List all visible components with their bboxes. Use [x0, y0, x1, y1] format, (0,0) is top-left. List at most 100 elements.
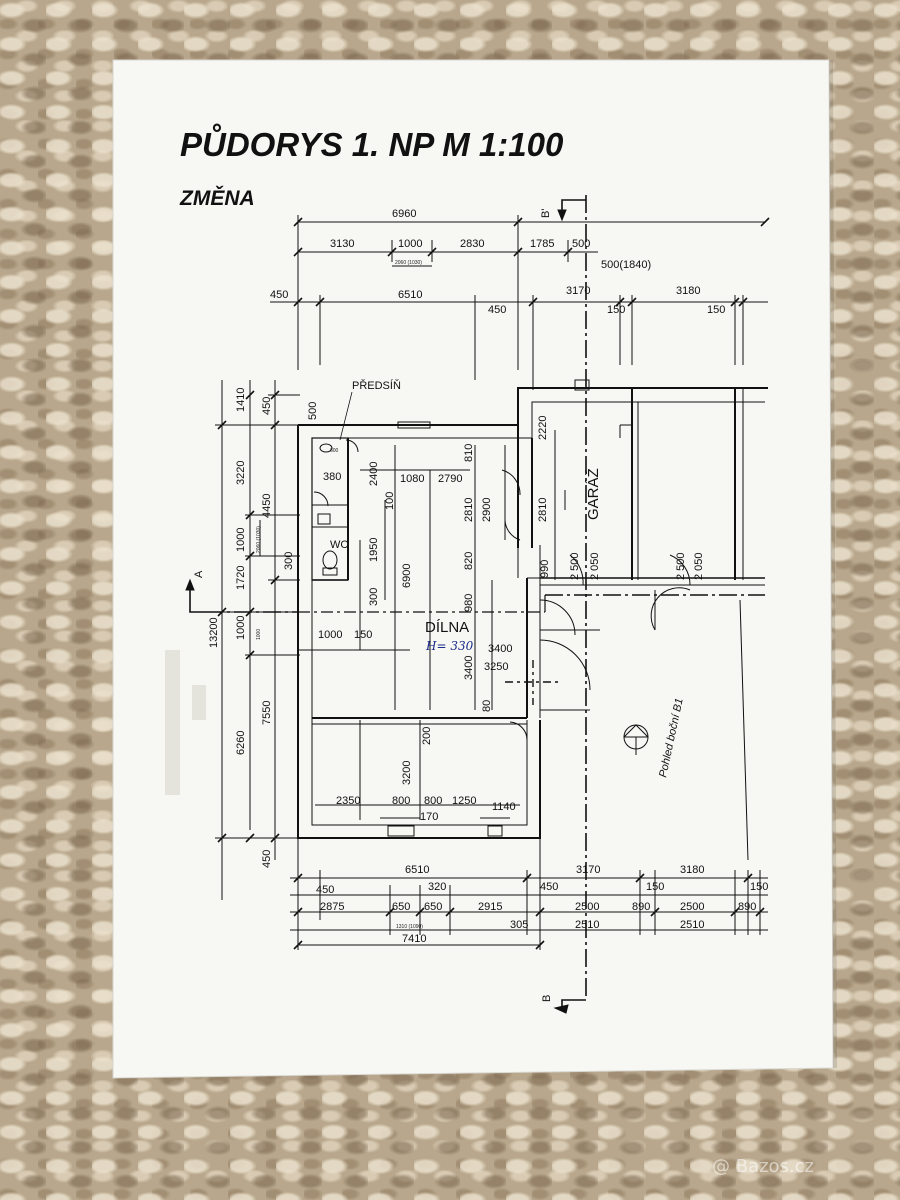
tape-mark	[165, 650, 180, 795]
dim-3400a: 3400	[488, 643, 512, 655]
dim-left-note-1: 2060 (1030)	[256, 526, 262, 553]
dim-2810b: 2810	[537, 498, 549, 522]
section-mark-b: B	[541, 995, 553, 1002]
dim-bottom-r3-8: 890	[738, 901, 756, 913]
dim-200: 200	[421, 727, 433, 745]
dim-2050a: 2 050	[589, 552, 601, 580]
dim-left-3220: 3220	[235, 461, 247, 485]
dim-left-6260: 6260	[235, 731, 247, 755]
dim-100: 100	[384, 492, 396, 510]
dim-bottom-r2-3: 450	[540, 881, 558, 893]
watermark: @ Bazos.cz	[712, 1156, 814, 1177]
dim-2220: 2220	[537, 416, 549, 440]
dim-2500b: 2 500	[675, 552, 687, 580]
dim-top-r4-1: 450	[488, 304, 506, 316]
dim-bottom-r3-3: 650	[424, 901, 442, 913]
dim-top-r1-5: 500	[572, 238, 590, 250]
dim-3200: 3200	[401, 761, 413, 785]
paper-shadow	[829, 60, 837, 1068]
dim-bottom-r4-1: 1310 (1090)	[396, 924, 423, 930]
dim-top-overall: 6960	[392, 208, 416, 220]
dim-1000-corridor: 1000	[318, 629, 342, 641]
paper-sheet	[112, 59, 834, 1079]
dim-990: 990	[539, 560, 551, 578]
dim-top-r1-4: 1785	[530, 238, 554, 250]
dim-2050b: 2 050	[693, 552, 705, 580]
dim-bottom-r4-4: 2510	[680, 919, 704, 931]
room-height-note: H= 330	[425, 639, 474, 653]
dim-bottom-r3-7: 2500	[680, 901, 704, 913]
dim-bottom-overall: 7410	[402, 933, 426, 945]
dim-top-r3-4: 3180	[676, 285, 700, 297]
dim-bottom-r2-4: 150	[646, 881, 664, 893]
dim-top-r4-2: 150	[607, 304, 625, 316]
dim-1080: 1080	[400, 473, 424, 485]
dim-380: 380	[323, 471, 341, 483]
dim-left-450b: 450	[261, 850, 273, 868]
dim-170: 170	[420, 811, 438, 823]
dim-bottom-r3-2: 650	[392, 901, 410, 913]
dim-300: 300	[368, 588, 380, 606]
dim-bottom-r4-2: 305	[510, 919, 528, 931]
dim-bottom-r2-1: 450	[316, 884, 334, 896]
dim-top-small-note: 2060 (1030)	[395, 260, 422, 266]
dim-left-1410: 1410	[235, 388, 247, 412]
dim-top-r1-1: 3130	[330, 238, 354, 250]
dim-row-bottom-4: 1250	[452, 795, 476, 807]
dim-bottom-r1-2: 3170	[576, 864, 600, 876]
dim-top-note-500: 500(1840)	[601, 259, 651, 271]
dim-left-500: 500	[307, 402, 319, 420]
dim-left-1720: 1720	[235, 566, 247, 590]
tape-mark	[192, 685, 206, 720]
dim-left-450a: 450	[261, 397, 273, 415]
dim-row-bottom-1: 2350	[336, 795, 360, 807]
dim-bottom-r3-5: 2500	[575, 901, 599, 913]
dim-3250: 3250	[484, 661, 508, 673]
dim-bottom-r3-4: 2915	[478, 901, 502, 913]
dim-left-1000a: 1000	[235, 528, 247, 552]
room-label-dilna: DÍLNA	[425, 619, 469, 636]
dim-980: 980	[463, 594, 475, 612]
plan-subtitle: ZMĚNA	[179, 186, 255, 210]
dim-left-1000b: 1000	[235, 616, 247, 640]
section-mark-a: A	[193, 570, 205, 578]
dim-top-r3-1: 450	[270, 289, 288, 301]
dim-bottom-r2-5: 150	[750, 881, 768, 893]
dim-2900: 2900	[481, 498, 493, 522]
dim-810: 810	[463, 444, 475, 462]
dim-bottom-r4-3: 2510	[575, 919, 599, 931]
dim-2790: 2790	[438, 473, 462, 485]
dim-top-r1-3: 2830	[460, 238, 484, 250]
dim-bottom-r3-1: 2875	[320, 901, 344, 913]
dim-wc-600: 600	[330, 448, 339, 454]
room-label-garaz: GARÁŽ	[585, 468, 602, 520]
dim-left-300: 300	[283, 552, 295, 570]
dim-3400b: 3400	[463, 656, 475, 680]
dim-left-7550: 7550	[261, 701, 273, 725]
dim-top-r3-2: 6510	[398, 289, 422, 301]
dim-1140: 1140	[492, 801, 516, 813]
dim-80: 80	[481, 700, 493, 712]
dim-top-r4-3: 150	[707, 304, 725, 316]
dim-6900: 6900	[401, 564, 413, 588]
dim-bottom-r2-2: 320	[428, 881, 446, 893]
room-label-predsin: PŘEDSÍŇ	[352, 379, 401, 392]
dim-top-r3-3: 3170	[566, 285, 590, 297]
section-mark-b-prime: B'	[540, 209, 552, 218]
dim-150-corridor: 150	[354, 629, 372, 641]
dim-1950: 1950	[368, 538, 380, 562]
dim-top-r1-2: 1000	[398, 238, 422, 250]
dim-bottom-r1-3: 3180	[680, 864, 704, 876]
dim-left-note-2: 1000	[256, 629, 262, 640]
room-label-wc: WC	[330, 539, 348, 551]
dim-row-bottom-2: 800	[392, 795, 410, 807]
dim-820: 820	[463, 552, 475, 570]
dim-bottom-r3-6: 890	[632, 901, 650, 913]
dim-2500a: 2 500	[569, 552, 581, 580]
dim-2400: 2400	[368, 462, 380, 486]
plan-title: PŮDORYS 1. NP M 1:100	[180, 123, 564, 163]
dim-left-4450: 4450	[261, 494, 273, 518]
dim-left-13200: 13200	[208, 617, 220, 648]
dim-bottom-r1-1: 6510	[405, 864, 429, 876]
